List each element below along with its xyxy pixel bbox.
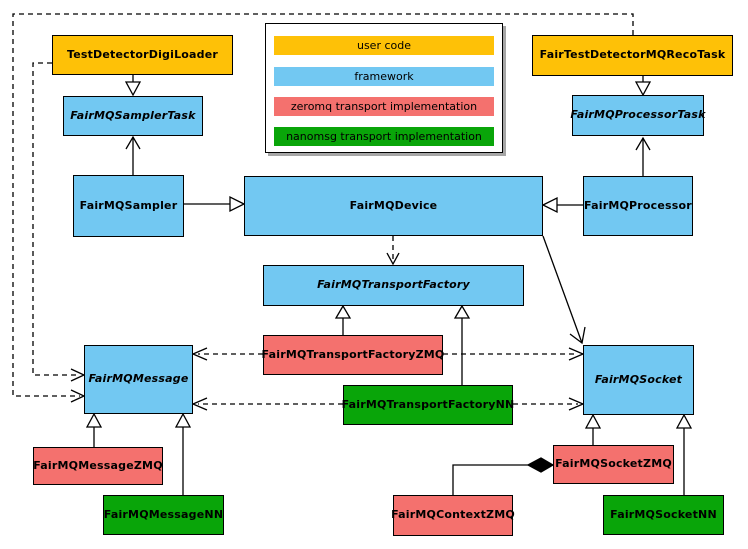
edge-messagezmq-message (85, 412, 103, 447)
class-fairmqmessagenn: FairMQMessageNN (103, 495, 224, 535)
legend-label: nanomsg transport implementation (286, 130, 482, 143)
edge-messagenn-message (174, 412, 192, 495)
legend-item-framework: framework (274, 67, 494, 86)
legend-label: user code (356, 39, 412, 52)
class-fairmqsamplertask: FairMQSamplerTask (63, 96, 203, 136)
class-fairmqprocessortask: FairMQProcessorTask (570, 95, 705, 136)
edge-factorynn-message (191, 397, 343, 411)
edge-digiloader-samplertask (124, 75, 142, 97)
edge-recotask-processortask (634, 76, 652, 97)
edge-factorynn-factory (453, 304, 471, 385)
class-fairtestdetectormqrecotask: FairTestDetectorMQRecoTask (532, 35, 733, 76)
edge-device-socket (542, 235, 586, 345)
legend-item-nanomsg: nanomsg transport implementation (274, 127, 494, 146)
class-fairmqsampler: FairMQSampler (73, 175, 184, 237)
class-fairmqdevice: FairMQDevice (244, 176, 543, 236)
edge-sampler-device (184, 195, 246, 213)
edge-socketzmq-socket (584, 413, 602, 445)
class-fairmqmessage: FairMQMessage (84, 345, 193, 414)
legend-label: framework (354, 70, 414, 83)
legend-item-user-code: user code (274, 36, 494, 55)
class-fairmqsocketzmq: FairMQSocketZMQ (553, 445, 674, 484)
edge-factoryzmq-message (191, 347, 263, 361)
edge-processor-processortask (635, 136, 651, 176)
class-testdetectordigiloader: TestDetectorDigiLoader (52, 35, 233, 75)
class-fairmqsocket: FairMQSocket (583, 345, 694, 415)
edge-sampler-samplertask (125, 135, 141, 175)
class-fairmqtransportfactorynn: FairMQTransportFactoryNN (342, 385, 514, 425)
class-fairmqtransportfactory: FairMQTransportFactory (263, 265, 524, 306)
edge-factorynn-socket (513, 397, 585, 411)
edge-factoryzmq-socket (443, 347, 585, 361)
legend: user code framework zeromq transport imp… (265, 23, 503, 153)
legend-item-zeromq: zeromq transport implementation (274, 97, 494, 116)
class-fairmqcontextzmq: FairMQContextZMQ (391, 495, 515, 536)
edge-socketnn-socket (675, 413, 693, 495)
edge-device-transportfactory (386, 236, 400, 266)
legend-label: zeromq transport implementation (290, 100, 478, 113)
edge-processor-device (541, 196, 583, 214)
class-fairmqmessagezmq: FairMQMessageZMQ (33, 447, 163, 485)
class-fairmqtransportfactoryzmq: FairMQTransportFactoryZMQ (262, 335, 444, 375)
class-fairmqprocessor: FairMQProcessor (583, 176, 693, 236)
edge-contextzmq-socketzmq (452, 457, 555, 495)
edge-factoryzmq-factory (334, 304, 352, 335)
class-fairmqsocketnn: FairMQSocketNN (603, 495, 724, 535)
